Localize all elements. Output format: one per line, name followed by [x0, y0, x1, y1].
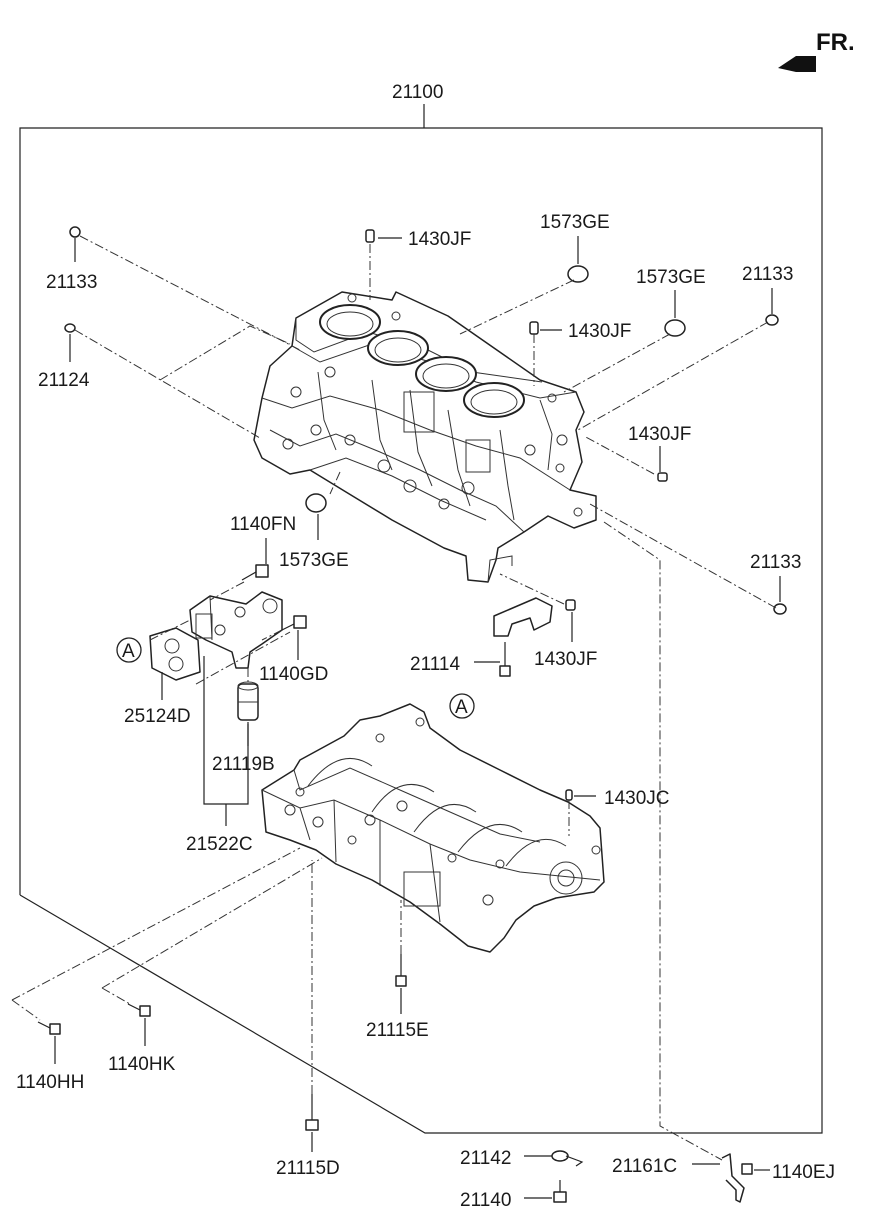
cylinder-block [253, 291, 597, 583]
label-1430jf-top: 1430JF [408, 229, 471, 250]
label-21115d: 21115D [276, 1158, 340, 1179]
label-1140hh: 1140HH [16, 1072, 84, 1093]
bearing-cap [493, 597, 553, 637]
label-21114: 21114 [410, 654, 460, 675]
part-labels: 21133 1430JF 1573GE 1573GE 21133 21124 1… [16, 212, 835, 1211]
label-25124d: 25124D [124, 706, 191, 727]
label-1573ge-right: 1573GE [636, 267, 706, 288]
arrow-icon [778, 56, 816, 72]
label-21140: 21140 [460, 1190, 511, 1211]
alignment-lines [11, 235, 777, 1161]
label-1140ej: 1140EJ [772, 1162, 835, 1183]
label-1140fn: 1140FN [230, 514, 296, 535]
label-21124: 21124 [38, 370, 90, 391]
label-21142: 21142 [460, 1148, 511, 1169]
label-1430jc: 1430JC [604, 788, 670, 809]
label-1430jf-right: 1430JF [628, 424, 691, 445]
cylinder-bores [319, 304, 525, 418]
label-21133-top-right: 21133 [742, 264, 793, 285]
callout-a-right-letter: A [455, 697, 468, 718]
label-21133-top-left: 21133 [46, 272, 97, 293]
callout-a-left: A [116, 637, 142, 663]
label-21100: 21100 [392, 82, 443, 103]
assembly-outline [19, 104, 823, 1134]
label-1573ge-front: 1573GE [279, 550, 349, 571]
label-1573ge-top: 1573GE [540, 212, 610, 233]
label-21119b: 21119B [212, 754, 275, 775]
housing-21522c [189, 591, 283, 669]
front-direction-marker: FR. [778, 29, 855, 72]
sleeve-21119b [237, 681, 259, 721]
label-1140hk: 1140HK [108, 1054, 176, 1075]
label-21133-low-right: 21133 [750, 552, 801, 573]
label-21161c: 21161C [612, 1156, 677, 1177]
label-21115e: 21115E [366, 1020, 429, 1041]
callout-a-right: A [449, 693, 475, 719]
small-parts [37, 226, 787, 1203]
label-1430jf-bearing: 1430JF [534, 649, 597, 670]
gasket-25124d [149, 627, 201, 681]
lower-crankcase [261, 703, 605, 953]
leader-lines [54, 236, 781, 1199]
front-label: FR. [816, 29, 855, 56]
label-21522c: 21522C [186, 834, 253, 855]
label-1430jf-mid: 1430JF [568, 321, 631, 342]
label-1140gd: 1140GD [259, 664, 328, 685]
callout-a-left-letter: A [122, 641, 135, 662]
